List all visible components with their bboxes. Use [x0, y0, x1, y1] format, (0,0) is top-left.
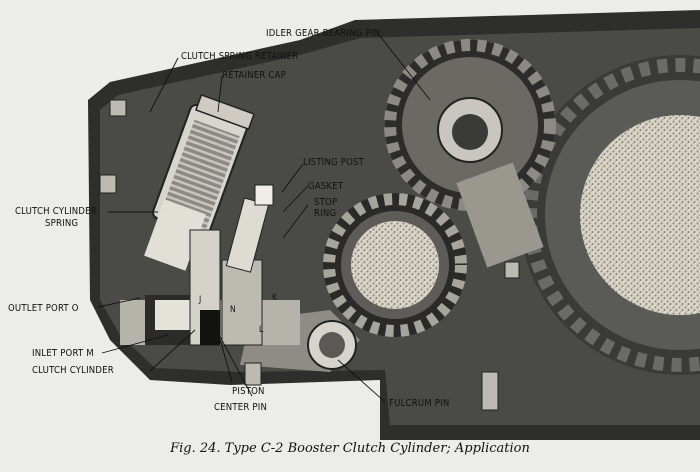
label-fulcrum-pin: FULCRUM PIN	[389, 398, 449, 409]
leader-lines	[97, 35, 431, 403]
small-gear	[323, 193, 467, 337]
label-outlet-port: OUTLET PORT O	[8, 303, 79, 314]
label-idler-gear-bearing-pin: IDLER GEAR BEARING PIN	[266, 28, 380, 39]
mark-k: K	[272, 293, 278, 303]
figure-caption: Fig. 24. Type C-2 Booster Clutch Cylinde…	[170, 441, 530, 456]
label-center-pin: CENTER PIN	[214, 402, 267, 413]
housing-bolts	[99, 99, 520, 411]
clutch-spring-assembly	[144, 93, 256, 271]
label-listing-post: LISTING POST	[303, 157, 365, 168]
mark-j: J	[198, 295, 201, 305]
label-retainer-cap: RETAINER CAP	[222, 70, 286, 81]
label-clutch-cylinder-spring-2: SPRING	[45, 218, 78, 229]
label-clutch-cylinder-spring-1: CLUTCH CYLINDER	[15, 206, 97, 217]
mark-l: L	[259, 325, 264, 335]
idler-bearing-arm	[437, 97, 544, 268]
label-gasket: GASKET	[308, 181, 344, 192]
clutch-cylinder-body	[120, 184, 300, 346]
label-piston: PISTON	[232, 386, 265, 397]
label-clutch-spring-retainer: CLUTCH SPRING RETAINER	[181, 51, 298, 62]
label-clutch-cylinder: CLUTCH CYLINDER	[32, 365, 114, 376]
mark-n: N	[230, 305, 236, 315]
label-inlet-port: INLET PORT M	[32, 348, 94, 359]
label-ring: RING	[314, 208, 336, 219]
label-stop: STOP	[314, 197, 337, 208]
